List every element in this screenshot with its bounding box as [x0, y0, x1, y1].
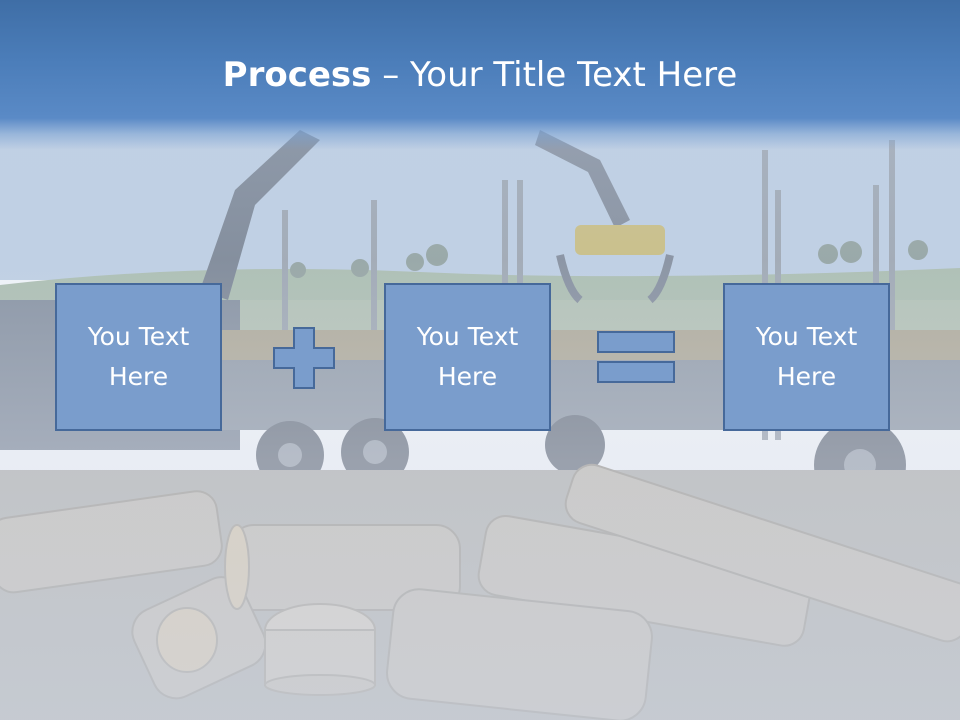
equals-icon [597, 331, 675, 383]
process-box-1[interactable]: You Text Here [55, 283, 222, 431]
process-box-2[interactable]: You Text Here [384, 283, 551, 431]
process-box-2-text: You Text Here [416, 322, 519, 391]
process-box-3[interactable]: You Text Here [723, 283, 890, 431]
process-box-3-text: You Text Here [755, 322, 858, 391]
page-title: Process – Your Title Text Here [0, 50, 960, 100]
title-dash: – [371, 55, 411, 95]
title-rest: Your Title Text Here [410, 55, 738, 95]
plus-icon [273, 327, 335, 389]
title-band [0, 0, 960, 150]
title-bold: Process [222, 55, 372, 95]
process-box-1-text: You Text Here [87, 322, 190, 391]
